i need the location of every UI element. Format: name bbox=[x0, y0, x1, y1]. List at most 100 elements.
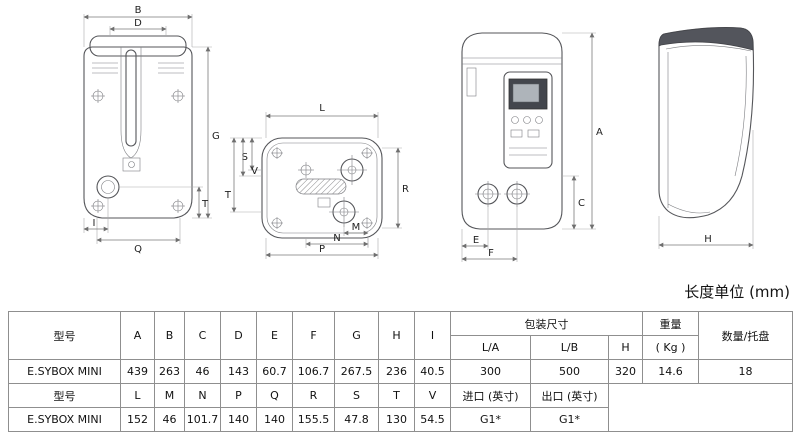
dim-P: P bbox=[265, 238, 379, 259]
dim-R: R bbox=[382, 147, 409, 229]
front-handle-slot bbox=[125, 49, 137, 147]
front-sub-hole bbox=[128, 161, 135, 168]
unit-label: 长度单位 (mm) bbox=[684, 283, 790, 301]
header-row-1: 型号 A B C D E F G H I 包装尺寸 重量 数量/托盘 bbox=[8, 311, 794, 360]
empty-cell bbox=[607, 383, 794, 432]
panel-buttons bbox=[509, 116, 547, 156]
side-view: A C E F bbox=[461, 32, 603, 262]
header-packing-h: H bbox=[607, 335, 644, 360]
header-L: L bbox=[120, 383, 155, 408]
header-E: E bbox=[256, 311, 293, 360]
header-row-2: L/A L/B H ( Kg ) bbox=[9, 335, 793, 360]
bottom-port-1-crosshair bbox=[337, 155, 367, 185]
value-packing-lb: 500 bbox=[530, 359, 609, 384]
dim-label-v: V bbox=[251, 166, 258, 177]
header-R: R bbox=[292, 383, 335, 408]
dim-T-bottom: T bbox=[224, 137, 262, 213]
control-panel bbox=[503, 71, 553, 169]
header-weight-unit: ( Kg ) bbox=[642, 335, 700, 360]
display-screen bbox=[512, 83, 540, 103]
value-F: 106.7 bbox=[292, 359, 335, 384]
front-body bbox=[83, 46, 193, 219]
data-row-top: E.SYBOX MINI 439 263 46 143 60.7 106.7 2… bbox=[8, 359, 794, 384]
data-row-bottom: E.SYBOX MINI 152 46 101.7 140 140 155.5 … bbox=[8, 407, 793, 432]
dim-B: B bbox=[83, 5, 193, 47]
header-row-3: 型号 L M N P Q R S T V 进口 (英寸) 出口 (英寸) bbox=[8, 383, 794, 432]
header-H: H bbox=[378, 311, 415, 360]
dim-N: N bbox=[305, 233, 369, 248]
front-vents bbox=[92, 62, 184, 74]
dim-label-r: R bbox=[402, 184, 409, 195]
value-I: 40.5 bbox=[414, 359, 451, 384]
bottom-center-tab bbox=[317, 197, 331, 208]
front-sub-box bbox=[122, 157, 141, 172]
header-packing: 包装尺寸 bbox=[449, 311, 644, 336]
value-S: 47.8 bbox=[334, 407, 379, 432]
dim-label-s: S bbox=[242, 152, 248, 163]
dim-label-a: A bbox=[596, 127, 603, 138]
value-weight: 14.6 bbox=[642, 359, 700, 384]
header-G: G bbox=[334, 311, 379, 360]
dim-V: V bbox=[239, 137, 262, 177]
header-inlet: 进口 (英寸) bbox=[450, 383, 531, 408]
bottom-grille bbox=[295, 178, 347, 195]
value-T: 130 bbox=[378, 407, 415, 432]
dim-label-e: E bbox=[473, 235, 479, 246]
value-R: 155.5 bbox=[292, 407, 335, 432]
value-E: 60.7 bbox=[256, 359, 293, 384]
dimension-table: 型号 A B C D E F G H I 包装尺寸 重量 数量/托盘 L/A L… bbox=[8, 311, 794, 432]
header-I: I bbox=[414, 311, 451, 360]
value-H: 236 bbox=[378, 359, 415, 384]
side-bracket bbox=[466, 67, 477, 97]
side-body bbox=[461, 32, 563, 230]
dim-label-t-bottom: T bbox=[224, 190, 232, 201]
header-V: V bbox=[414, 383, 451, 408]
dim-label-c: C bbox=[578, 198, 585, 209]
profile-top-cover bbox=[658, 27, 754, 51]
dim-H: H bbox=[658, 130, 754, 249]
dim-label-l: L bbox=[319, 103, 325, 114]
value-qty: 18 bbox=[698, 359, 794, 384]
profile-body bbox=[658, 27, 755, 219]
bottom-screws bbox=[271, 147, 373, 229]
value-inlet: G1* bbox=[450, 407, 531, 432]
value-D: 143 bbox=[220, 359, 257, 384]
dim-A: A bbox=[562, 32, 603, 230]
value-M: 46 bbox=[154, 407, 185, 432]
header-A: A bbox=[120, 311, 155, 360]
header-B: B bbox=[154, 311, 185, 360]
header-qty: 数量/托盘 bbox=[698, 311, 794, 360]
value-outlet: G1* bbox=[530, 407, 609, 432]
side-port-crosshairs bbox=[475, 181, 530, 207]
technical-drawings: B D G T Q bbox=[83, 5, 755, 262]
bottom-port-2-crosshair bbox=[329, 197, 359, 227]
header-packing-la: L/A bbox=[450, 335, 531, 360]
dim-label-b: B bbox=[135, 5, 142, 16]
header-model-2: 型号 bbox=[8, 383, 121, 408]
dim-label-n: N bbox=[333, 233, 340, 244]
header-M: M bbox=[154, 383, 185, 408]
value-model-bottom: E.SYBOX MINI bbox=[8, 407, 121, 432]
dim-label-q: Q bbox=[134, 244, 142, 255]
bottom-small-hole-crosshair bbox=[298, 162, 314, 178]
bottom-body bbox=[261, 137, 383, 239]
dim-label-f: F bbox=[488, 248, 494, 259]
dim-Q: Q bbox=[96, 218, 181, 255]
value-A: 439 bbox=[120, 359, 155, 384]
dim-label-i: I bbox=[93, 218, 96, 229]
bottom-view: L S V T R bbox=[224, 103, 409, 259]
header-model: 型号 bbox=[8, 311, 121, 360]
front-port-inner bbox=[101, 180, 115, 194]
dim-M: M bbox=[343, 222, 369, 247]
dim-label-g: G bbox=[212, 131, 220, 142]
front-view: B D G T Q bbox=[83, 5, 220, 255]
dim-I: I bbox=[83, 198, 109, 233]
dim-label-p: P bbox=[319, 244, 325, 255]
value-V: 54.5 bbox=[414, 407, 451, 432]
header-F: F bbox=[292, 311, 335, 360]
dim-label-h: H bbox=[704, 234, 712, 245]
dim-F: F bbox=[461, 205, 518, 262]
value-L: 152 bbox=[120, 407, 155, 432]
value-model-top: E.SYBOX MINI bbox=[8, 359, 121, 384]
